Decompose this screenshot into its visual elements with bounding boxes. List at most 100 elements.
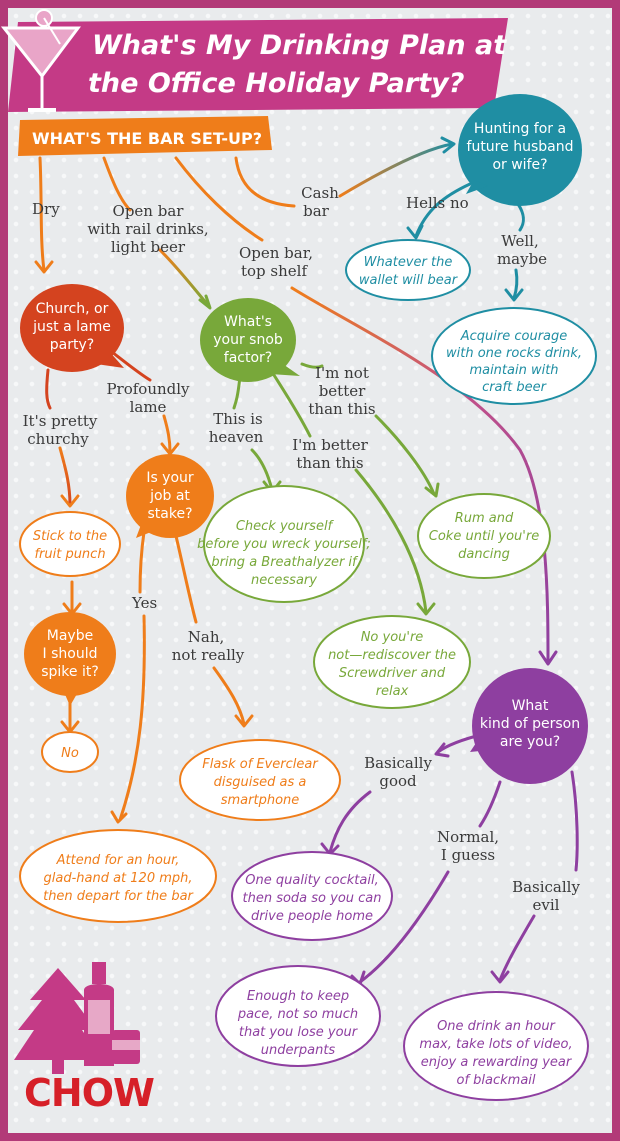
edge-good-b [328,790,372,854]
martini-glass-icon [0,9,81,112]
arrow-well-maybe [504,288,524,302]
edge-normal-a [478,780,502,828]
edge-lame-a [110,350,152,382]
arrow-churchy [60,494,80,508]
svg-text:Attend for an hour,glad-hand a: Attend for an hour,glad-hand at 120 mph,… [43,853,194,904]
svg-text:No: No [61,746,79,761]
arrow-better [416,602,436,616]
arrow-cash [440,136,456,154]
label-dry: Dry [32,200,60,218]
glass-icon [112,1030,140,1064]
edge-nah-a [174,534,198,624]
arrow-good-start [434,742,450,758]
edge-open-rail-b [158,248,210,307]
title-line-1: What's My Drinking Plan at [92,30,507,61]
edge-open-top-a [174,156,264,242]
edge-dry [38,156,46,272]
edge-evil-b [498,914,536,982]
arrow-hells-no [406,224,424,240]
edge-nah-b [212,666,246,726]
edge-churchy-a [45,368,52,410]
edge-lame-b [162,414,172,454]
svg-text:One quality cocktail,then soda: One quality cocktail,then soda so you ca… [242,873,381,924]
arrow-dry [34,260,54,274]
title-line-2: the Office Holiday Party? [88,68,464,99]
arrow-open-rail [198,294,212,310]
edge-better-b [354,468,428,614]
christmas-tree-icon [14,968,102,1074]
edge-cash-a [234,156,296,208]
edge-yes-a [138,530,146,594]
edge-well-maybe-a [516,202,525,232]
arrow-evil [490,970,510,984]
label-open-top: Open bar,top shelf [239,244,313,280]
edge-cash-b [338,142,454,198]
title-band [8,18,508,112]
label-normal: Normal,I guess [437,828,499,864]
edge-well-maybe-b [512,268,519,300]
arrow-yes [110,810,128,824]
chow-logo: CHOW [24,1071,154,1115]
edge-yes-b [118,614,146,822]
arrow-nah [234,714,254,728]
arrow-open-top [538,650,558,666]
edge-normal-b [358,870,450,984]
edge-evil-a [570,770,579,872]
answer-no: No [41,731,99,773]
edge-heaven-b [250,448,274,492]
bottle-icon [84,962,114,1066]
arrow-not-better [424,482,440,498]
label-hells-no: Hells no [406,194,469,212]
answer-quality: One quality cocktail,then soda so you ca… [231,851,393,941]
edge-not-better-b [374,414,436,496]
answer-attend: Attend for an hour,glad-hand at 120 mph,… [19,829,217,923]
label-yes: Yes [131,594,157,612]
edge-not-better-a [300,362,324,369]
edge-open-rail-a [102,156,132,212]
header-band [18,116,272,156]
edge-open-top-b [290,286,550,664]
label-nah: Nah,not really [172,628,245,664]
header-label: WHAT'S THE BAR SET-UP? [32,129,262,148]
